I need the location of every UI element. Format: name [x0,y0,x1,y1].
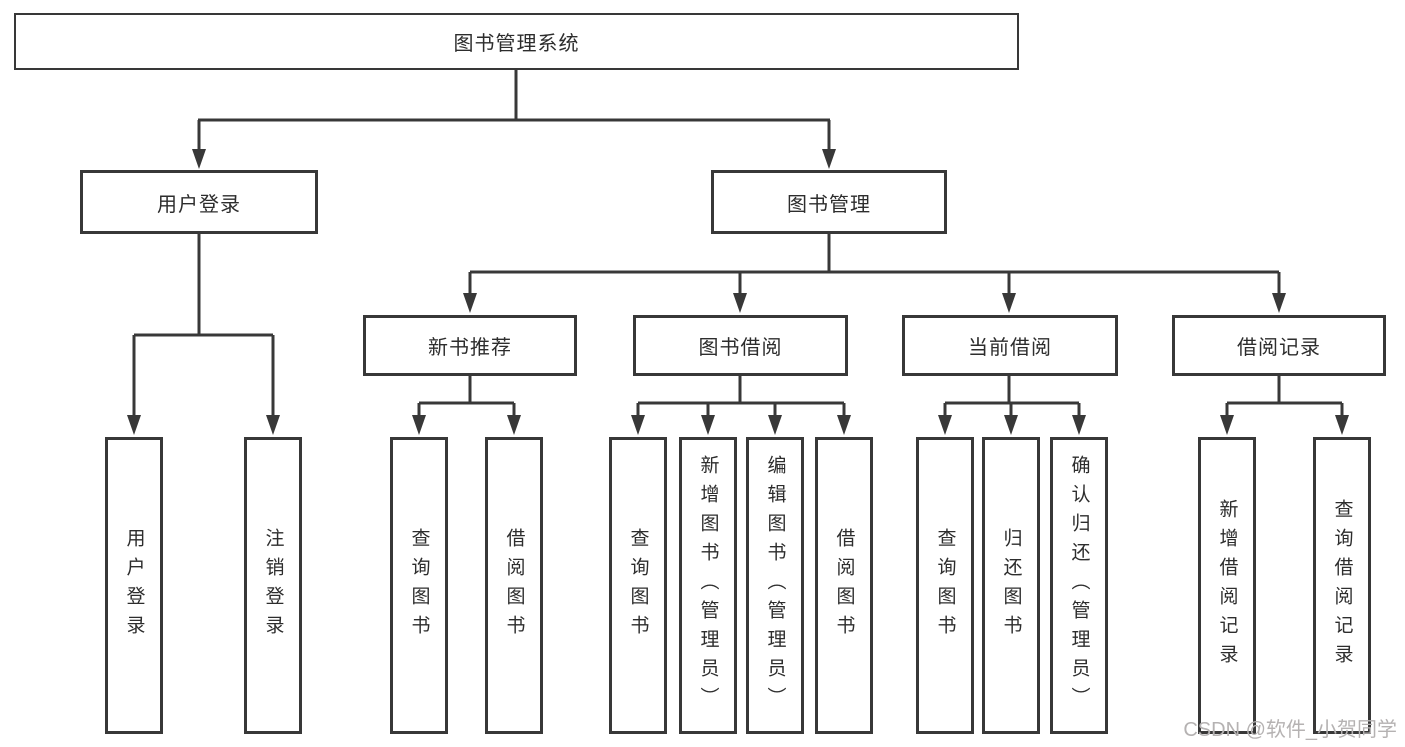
node-label: 图书管理 [787,193,871,216]
node-label: 查询图书 [934,527,956,644]
csdn-watermark: CSDN @软件_小贺同学 [1183,719,1397,741]
node-label: 借阅图书 [503,527,525,644]
node-label: 用户登录 [157,193,241,216]
node-label: 确认归还（管理员） [1068,455,1090,716]
node-label: 图书管理系统 [453,33,580,55]
node-label: 查询借阅记录 [1331,498,1353,673]
node-leaf-add-books-admin: 新增图书（管理员） [679,437,737,734]
node-label: 图书借阅 [698,337,783,359]
node-leaf-query-books-1: 查询图书 [390,437,448,734]
node-label: 用户登录 [123,527,145,644]
node-borrow-records: 借阅记录 [1172,315,1386,376]
node-label: 当前借阅 [968,337,1052,359]
node-leaf-query-borrow-record: 查询借阅记录 [1313,437,1371,734]
node-new-book-recommend: 新书推荐 [363,315,577,376]
node-leaf-query-books-3: 查询图书 [916,437,974,734]
node-leaf-confirm-return-admin: 确认归还（管理员） [1050,437,1108,734]
node-user-login: 用户登录 [80,170,318,234]
node-label: 查询图书 [408,527,430,644]
node-label: 归还图书 [1000,527,1022,644]
node-leaf-query-books-2: 查询图书 [609,437,667,734]
node-book-management: 图书管理 [711,170,947,234]
node-book-borrow: 图书借阅 [633,315,848,376]
node-leaf-return-books: 归还图书 [982,437,1040,734]
node-label: 借阅记录 [1237,337,1321,359]
node-label: 借阅图书 [833,527,855,644]
node-root: 图书管理系统 [14,13,1019,70]
node-label: 新增图书（管理员） [697,455,719,716]
node-current-borrow: 当前借阅 [902,315,1118,376]
node-leaf-borrow-books-1: 借阅图书 [485,437,543,734]
node-leaf-logout: 注销登录 [244,437,302,734]
node-label: 查询图书 [627,527,649,644]
node-leaf-add-borrow-record: 新增借阅记录 [1198,437,1256,734]
node-label: 编辑图书（管理员） [764,455,786,716]
node-leaf-edit-books-admin: 编辑图书（管理员） [746,437,804,734]
node-leaf-borrow-books-2: 借阅图书 [815,437,873,734]
node-leaf-user-login: 用户登录 [105,437,163,734]
node-label: 注销登录 [262,527,284,644]
node-label: 新书推荐 [428,337,512,359]
node-label: 新增借阅记录 [1216,498,1238,673]
